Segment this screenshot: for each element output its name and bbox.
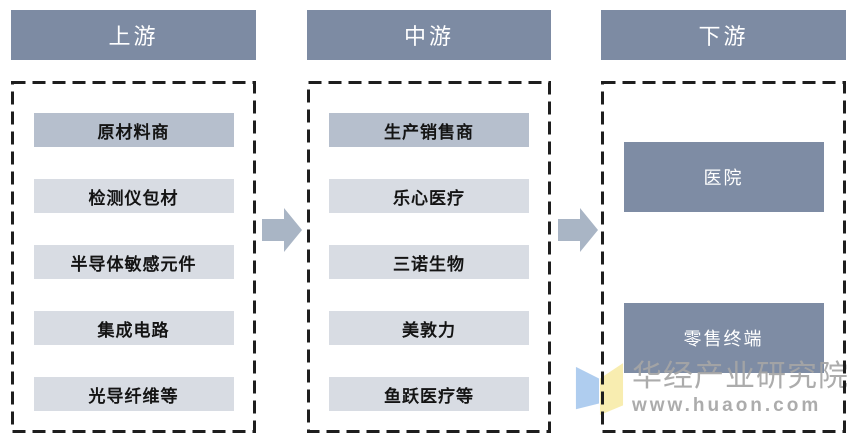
chain-item-detector-packaging: 检测仪包材 [33, 179, 234, 213]
column-downstream: 下游 医院 零售终端 [601, 10, 846, 433]
chain-item-semiconductor-sensor: 半导体敏感元件 [33, 245, 234, 279]
chain-item-yuyue-medical: 鱼跃医疗等 [329, 377, 529, 411]
chain-block-hospital: 医院 [623, 142, 824, 212]
arrow-right-icon [558, 208, 598, 252]
downstream-panel: 医院 零售终端 [601, 81, 846, 433]
watermark-url: www.huaon.com [632, 395, 822, 416]
chain-item-medtronic: 美敦力 [329, 311, 529, 345]
chain-item-lexin-medical: 乐心医疗 [329, 179, 529, 213]
chain-item-producer-seller: 生产销售商 [329, 113, 529, 147]
column-midstream: 中游 生产销售商 乐心医疗 三诺生物 美敦力 鱼跃医疗等 [307, 10, 551, 433]
column-header-midstream: 中游 [307, 10, 551, 60]
chain-item-sannuo-biotech: 三诺生物 [329, 245, 529, 279]
upstream-panel: 原材料商 检测仪包材 半导体敏感元件 集成电路 光导纤维等 [11, 81, 256, 433]
watermark-logo-icon [575, 363, 624, 415]
watermark: 华经产业研究院 www.huaon.com [574, 360, 849, 420]
column-header-upstream: 上游 [11, 10, 256, 60]
watermark-brand: 华经产业研究院 [632, 360, 849, 393]
column-header-downstream: 下游 [601, 10, 846, 60]
midstream-panel: 生产销售商 乐心医疗 三诺生物 美敦力 鱼跃医疗等 [307, 81, 551, 433]
arrow-right-icon [262, 208, 302, 252]
column-upstream: 上游 原材料商 检测仪包材 半导体敏感元件 集成电路 光导纤维等 [11, 10, 256, 433]
chain-item-optical-fiber: 光导纤维等 [33, 377, 234, 411]
chain-item-integrated-circuit: 集成电路 [33, 311, 234, 345]
chain-item-raw-material: 原材料商 [33, 113, 234, 147]
